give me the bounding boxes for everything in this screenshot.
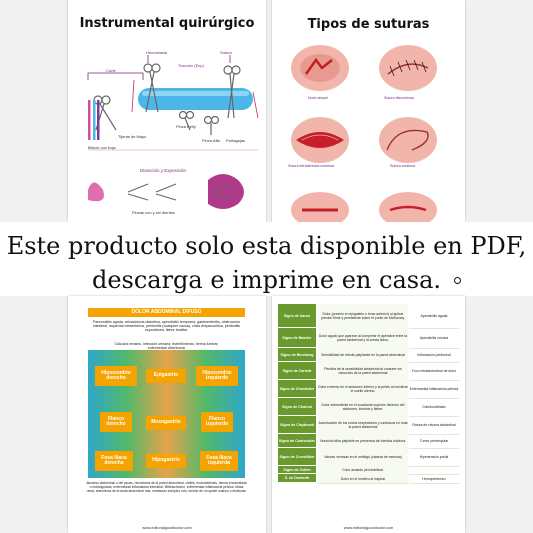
zone-epigastrio: Epigastrio [146,369,186,383]
page-title: Instrumental quirúrgico [79,16,255,31]
label-sutura: Sutura [220,50,232,55]
notice-line-1: Este producto solo esta disponible en PD… [6,232,527,260]
sign-description: Varices venosas en el ombligo (cabeza de… [318,448,408,467]
sign-diagnosis: Hipertensión portal [409,448,459,467]
sign-name: Signo de Bassler [278,328,316,348]
sign-name: Signo de Charcot [278,398,316,416]
sign-diagnosis: Tumor periampular [409,434,459,449]
label-traccion: Tracción (Exp) [178,63,204,68]
section-header: DOLOR ABDOMINAL DIFUSO [88,308,245,317]
zone-flanco-izquierdo: Flanco izquierdo [201,412,233,432]
sign-diagnosis: Foco intraabdominal de dolor [409,362,459,381]
page-title: Tipos de suturas [307,17,430,32]
notice-line-2: descarga e imprime en casa. [91,266,442,294]
sign-description: Dolor agudo que aparece al comprimir el … [318,328,408,349]
label-pinza-kelly: Pinza Kelly [176,124,196,129]
sign-description: Dolor (presión en epigastrio o tórax ant… [318,304,408,329]
zone-mesogastrio: Mesogastrio [146,416,186,430]
sign-diagnosis: Enfermedad inflamatoria pélvica [409,380,459,399]
page-instrumental: Instrumental quirúrgico [68,0,266,222]
zone-flanco-derecho: Flanco derecho [100,412,132,432]
instruments-illustration [87,55,259,209]
page-suturas: Tipos de suturas Nudo simple Sutura disc… [272,0,465,222]
label-corte: Corte [106,68,116,73]
label-nudo-simple: Nudo simple [308,96,328,100]
label-sutura-continua: Sutura continua [390,164,416,168]
bottom-text: Absceso abdominal o del psoas, hematoma … [86,481,247,493]
sign-diagnosis: Inflamación peritoneal [409,348,459,363]
page-dolor-abdominal: DOLOR ABDOMINAL DIFUSO Pancreatitis agud… [68,296,266,533]
sign-description: Dolor en el hombro al inspirar [318,474,408,484]
zone-hipogastrio: Hipogastrio [146,454,186,468]
sign-name: Signo de Blumberg [278,348,316,362]
sutures-illustration [291,45,437,222]
sign-diagnosis: Hemoperitoneo [409,474,459,484]
label-diseccion: Disección y Exposición [140,168,187,173]
intro-text: Pancreatitis aguda, cetoacidosis diabéti… [92,320,241,333]
sign-diagnosis: Apendicitis crónica [409,328,459,349]
sign-description: Sensibilidad de rebote palpitante en la … [318,348,408,363]
sign-description: Acentuación de los ruidos respiratorios … [318,416,408,435]
sign-name: S. de Danforth [278,474,316,483]
sign-description: Pérdida de la sensibilidad abdominal al … [318,362,408,381]
zone-fosa-iliaca-derecha: Fosa iliaca derecha [95,451,133,471]
sign-diagnosis: Apendicitis aguda [409,304,459,329]
label-pinzas: Pinzas con y sin dientes [132,210,175,215]
zone-hipocondrio-izquierdo: Hipocondrio izquierdo [196,366,238,386]
sign-diagnosis [409,466,459,475]
zone-hipocondrio-derecho: Hipocondrio derecho [95,366,137,386]
zone-fosa-iliaca-izquierda: Fosa iliaca izquierda [200,451,238,471]
sign-diagnosis: Rotura de víscera abdominal [409,416,459,435]
pdf-notice-banner: Este producto solo esta disponible en PD… [0,222,533,296]
sign-description: Dolor intermitente en el cuadrante super… [318,398,408,417]
label-hemostasia: Hemostasia [146,50,168,55]
label-bisturi: Bisturí con hoja [88,145,116,150]
label-pinza-allis: Pinza Allis [202,138,221,143]
sign-name: Signo de Chandelier [278,380,316,398]
sign-name: Signo de Courvoisier [278,434,316,448]
bullet-icon [454,277,461,284]
label-sutura-intradermica: Sutura intradérmica continua [288,164,334,168]
sign-name: Signo de Aaron [278,304,316,328]
renal-text: Cálculos renales, infección urinaria, es… [114,342,219,351]
label-portagujas: Portagujas [226,138,246,143]
sign-name: Signo de Cullen [278,466,316,474]
sign-description: Dolor extremo en el abdomen inferior y l… [318,380,408,399]
footer-url: www.editorialgooddoctor.com [142,526,192,530]
sign-name: Signo de Cruveilhier [278,448,316,466]
sign-description: Vesícula biliar palpable en presencia de… [318,434,408,449]
label-tijeras: Tijeras de Mayo [118,134,147,139]
footer-url: www.editorialgooddoctor.com [343,526,394,530]
sign-name: Signo de Claybrook [278,416,316,434]
sign-name: Signo de Carnett [278,362,316,380]
sign-diagnosis: Coledocolitiasis [409,398,459,417]
label-sutura-discontinua: Sutura discontinua [384,96,414,100]
